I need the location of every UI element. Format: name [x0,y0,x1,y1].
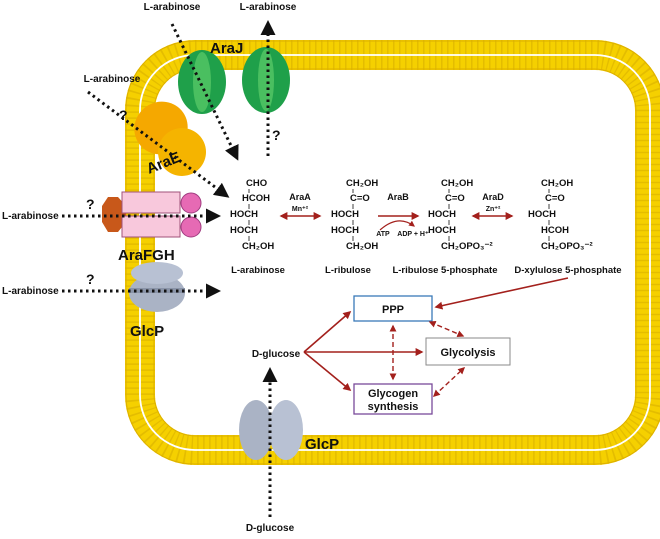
arafgh-transporter [102,191,202,238]
arabinose-label-2: L-arabinose [240,2,297,13]
glcp-bottom-label: GlcP [305,436,339,453]
glycolysis-label: Glycolysis [440,347,495,359]
d-xylulose-5-phosphate-name: D-xylulose 5-phosphate [514,265,621,276]
svg-text:CH₂OH: CH₂OH [541,178,573,189]
glycogen-synthesis-box [353,383,433,415]
arafgh-label: AraFGH [118,247,175,264]
svg-text:HOCH: HOCH [331,225,359,236]
glycogen-label-1: Glycogen [368,388,418,400]
araa-cofactor: Mn⁺² [292,206,309,213]
glcp-left-label: GlcP [130,323,164,340]
svg-text:HOCH: HOCH [331,209,359,220]
unknown-mark-araj: ? [272,127,281,143]
arabinose-label-5: L-arabinose [2,286,59,297]
arae-transporter [134,101,206,176]
svg-text:C=O: C=O [445,193,465,204]
glycolysis-box [425,337,511,366]
svg-text:HOCH: HOCH [428,225,456,236]
l-ribulose-name: L-ribulose [325,265,371,276]
svg-text:CH₂OH: CH₂OH [346,178,378,189]
molecule-l-ribulose-5-phosphate: CH₂OH C=O HOCH HOCH CH₂OPO₃⁻² L-ribulose… [392,178,497,276]
arad-label: AraD [482,192,504,202]
svg-text:CH₂OPO₃⁻²: CH₂OPO₃⁻² [441,241,493,252]
arab-adp: ADP + H⁺ [397,231,429,238]
svg-text:CH₂OH: CH₂OH [242,241,274,252]
svg-text:HOCH: HOCH [230,209,258,220]
molecule-l-ribulose: CH₂OH C=O HOCH HOCH CH₂OH L-ribulose [325,178,378,276]
transport-arrows [62,20,278,517]
cell-membrane [125,40,660,465]
svg-text:HOCH: HOCH [428,209,456,220]
unknown-mark-arae: ? [119,107,128,123]
svg-text:CH₂OH: CH₂OH [346,241,378,252]
glycogen-label-2: synthesis [368,401,419,413]
araa-label: AraA [289,192,311,202]
arabinose-label-1: L-arabinose [144,2,201,13]
molecule-d-xylulose-5-phosphate: CH₂OH C=O HOCH HCOH CH₂OPO₃⁻² D-xylulose… [514,178,621,276]
araj-label: AraJ [210,40,243,57]
ppp-label: PPP [382,304,404,316]
l-arabinose-name: L-arabinose [231,265,285,276]
svg-text:HOCH: HOCH [230,225,258,236]
ppp-box [353,295,433,322]
araj-transporter [178,47,290,114]
l-ribulose-5-phosphate-name: L-ribulose 5-phosphate [392,265,497,276]
arad-cofactor: Zn⁺² [486,206,501,213]
unknown-mark-arafgh: ? [86,196,95,212]
glcp-bottom-transporter [239,400,303,460]
svg-text:CH₂OH: CH₂OH [441,178,473,189]
svg-text:HCOH: HCOH [541,225,569,236]
svg-text:HCOH: HCOH [242,193,270,204]
arab-atp: ATP [376,231,390,238]
svg-text:C=O: C=O [350,193,370,204]
enzyme-reactions: AraA Mn⁺² AraB ATP ADP + H⁺ AraD Zn⁺² [279,192,514,238]
svg-text:CHO: CHO [246,178,267,189]
dglucose-inside-label: D-glucose [252,349,301,360]
svg-text:C=O: C=O [545,193,565,204]
arabinose-label-4: L-arabinose [2,211,59,222]
svg-text:CH₂OPO₃⁻²: CH₂OPO₃⁻² [541,241,593,252]
svg-text:HOCH: HOCH [528,209,556,220]
metabolism-arrows [303,277,569,397]
arab-label: AraB [387,192,409,202]
arabinose-label-3: L-arabinose [84,74,141,85]
glcp-left-transporter [129,262,185,312]
dglucose-outside-label: D-glucose [246,523,295,534]
molecule-l-arabinose: CHO HCOH HOCH HOCH CH₂OH L-arabinose [230,178,285,276]
unknown-mark-glcp: ? [86,271,95,287]
